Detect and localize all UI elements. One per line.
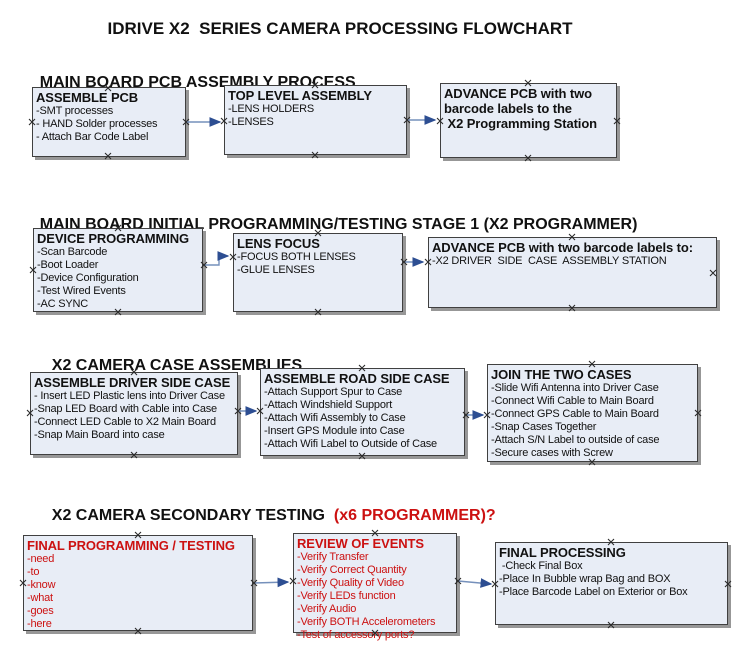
box-item: -Attach S/N Label to outside of case	[491, 434, 660, 446]
box-title: DEVICE PROGRAMMING	[37, 231, 190, 246]
section-header-text: X2 CAMERA SECONDARY TESTING	[51, 507, 330, 524]
flow-box-assemble-road-side-case[interactable]: ASSEMBLE ROAD SIDE CASE -Attach Support …	[260, 368, 465, 456]
flow-box-lens-focus[interactable]: LENS FOCUS -FOCUS BOTH LENSES-GLUE LENSE…	[233, 233, 403, 312]
box-title: FINAL PROCESSING	[499, 545, 626, 560]
box-title: ASSEMBLE PCB	[36, 90, 139, 105]
flow-box-advance-pcb-programming-station[interactable]: ADVANCE PCB with two barcode labels to t…	[440, 83, 617, 158]
flow-box-advance-pcb-case-assembly[interactable]: ADVANCE PCB with two barcode labels to: …	[428, 237, 717, 308]
connector-arrow[interactable]	[457, 578, 493, 588]
box-title: ASSEMBLE ROAD SIDE CASE	[264, 371, 450, 386]
box-item: -know	[27, 579, 56, 591]
box-items: -Check Final Box-Place In Bubble wrap Ba…	[499, 560, 724, 599]
box-item: -Snap Main Board into case	[34, 429, 165, 441]
box-item: -Verify Audio	[297, 603, 357, 615]
box-item: -Device Configuration	[37, 272, 139, 284]
box-item: -Attach Wifi Label to Outside of Case	[264, 438, 437, 450]
box-item: -Boot Loader	[37, 259, 99, 271]
box-items: -X2 DRIVER SIDE CASE ASSEMBLY STATION	[432, 255, 713, 268]
box-item: -Place Barcode Label on Exterior or Box	[499, 586, 688, 598]
box-item: -LENSES	[228, 116, 274, 128]
box-item: -Attach Wifi Assembly to Case	[264, 412, 406, 424]
box-item: -goes	[27, 605, 54, 617]
flow-box-assemble-pcb[interactable]: ASSEMBLE PCB -SMT processes- HAND Solder…	[32, 87, 186, 157]
box-item: -Secure cases with Screw	[491, 447, 613, 459]
box-item: -FOCUS BOTH LENSES	[237, 251, 356, 263]
box-item: -need	[27, 553, 55, 565]
box-title: TOP LEVEL ASSEMBLY	[228, 88, 372, 103]
box-item: -Test of accessory ports?	[297, 629, 415, 641]
box-items: -need-to-know-what-goes-here	[27, 553, 249, 631]
box-items: -FOCUS BOTH LENSES-GLUE LENSES	[237, 251, 399, 277]
box-title: ASSEMBLE DRIVER SIDE CASE	[34, 375, 231, 390]
box-item: -Connect Wifi Cable to Main Board	[491, 395, 654, 407]
box-item: -Slide Wifi Antenna into Driver Case	[491, 382, 659, 394]
box-title: LENS FOCUS	[237, 236, 320, 251]
box-title: ADVANCE PCB with two barcode labels to t…	[444, 86, 596, 116]
box-title: REVIEW OF EVENTS	[297, 536, 424, 551]
box-item: -X2 DRIVER SIDE CASE ASSEMBLY STATION	[432, 255, 667, 267]
box-item: -Attach Windshield Support	[264, 399, 393, 411]
section-header-red-text: (x6 PROGRAMMER)?	[329, 507, 496, 524]
flow-box-final-processing[interactable]: FINAL PROCESSING -Check Final Box-Place …	[495, 542, 728, 625]
box-item: -Test Wired Events	[37, 285, 126, 297]
box-item: X2 Programming Station	[444, 116, 598, 131]
box-item: -here	[27, 618, 52, 630]
box-title: ADVANCE PCB with two barcode labels to:	[432, 240, 693, 255]
box-item: -Attach Support Spur to Case	[264, 386, 403, 398]
box-items: -Attach Support Spur to Case-Attach Wind…	[264, 386, 461, 451]
box-item: -Verify Correct Quantity	[297, 564, 407, 576]
box-items: X2 Programming Station	[444, 116, 613, 132]
box-items: -Verify Transfer-Verify Correct Quantity…	[297, 551, 453, 642]
box-item: - Attach Bar Code Label	[36, 131, 149, 143]
box-item: -Connect LED Cable to X2 Main Board	[34, 416, 216, 428]
flow-box-device-programming[interactable]: DEVICE PROGRAMMING -Scan Barcode-Boot Lo…	[33, 228, 203, 312]
flow-box-review-of-events[interactable]: REVIEW OF EVENTS -Verify Transfer-Verify…	[293, 533, 457, 641]
box-title: JOIN THE TWO CASES	[491, 367, 632, 382]
box-item: -Verify Quality of Video	[297, 577, 404, 589]
box-item: -Place In Bubble wrap Bag and BOX	[499, 573, 671, 585]
connector-arrow[interactable]	[253, 577, 290, 588]
page-title: IDRIVE X2 SERIES CAMERA PROCESSING FLOWC…	[107, 19, 573, 38]
box-item: -GLUE LENSES	[237, 264, 315, 276]
box-items: -SMT processes- HAND Solder processes- A…	[36, 105, 182, 144]
box-item: -Verify Transfer	[297, 551, 369, 563]
box-items: -Scan Barcode-Boot Loader-Device Configu…	[37, 246, 199, 311]
box-item: - HAND Solder processes	[36, 118, 158, 130]
flow-box-assemble-driver-side-case[interactable]: ASSEMBLE DRIVER SIDE CASE - Insert LED P…	[30, 372, 238, 455]
box-item: -LENS HOLDERS	[228, 103, 315, 115]
flow-box-join-the-two-cases[interactable]: JOIN THE TWO CASES -Slide Wifi Antenna i…	[487, 364, 698, 462]
box-item: - Insert LED Plastic lens into Driver Ca…	[34, 390, 225, 402]
box-item: -Verify LEDs function	[297, 590, 396, 602]
box-item: -SMT processes	[36, 105, 114, 117]
box-items: -Slide Wifi Antenna into Driver Case-Con…	[491, 382, 694, 460]
box-item: -Snap LED Board with Cable into Case	[34, 403, 217, 415]
box-title: FINAL PROGRAMMING / TESTING	[27, 538, 235, 553]
box-item: -Check Final Box	[499, 560, 583, 572]
flow-box-top-level-assembly[interactable]: TOP LEVEL ASSEMBLY -LENS HOLDERS-LENSES	[224, 85, 407, 155]
box-item: -Scan Barcode	[37, 246, 108, 258]
box-item: -Insert GPS Module into Case	[264, 425, 405, 437]
connector-arrow[interactable]	[204, 251, 230, 266]
box-item: -what	[27, 592, 53, 604]
section-header-secondary-testing: X2 CAMERA SECONDARY TESTING (x6 PROGRAMM…	[34, 489, 496, 543]
box-item: -Verify BOTH Accelerometers	[297, 616, 436, 628]
box-items: -LENS HOLDERS-LENSES	[228, 103, 403, 129]
box-item: -AC SYNC	[37, 298, 88, 310]
box-item: -Snap Cases Together	[491, 421, 597, 433]
box-item: -to	[27, 566, 40, 578]
box-item: -Connect GPS Cable to Main Board	[491, 408, 659, 420]
flow-box-final-programming-testing[interactable]: FINAL PROGRAMMING / TESTING -need-to-kno…	[23, 535, 253, 631]
box-items: - Insert LED Plastic lens into Driver Ca…	[34, 390, 234, 442]
